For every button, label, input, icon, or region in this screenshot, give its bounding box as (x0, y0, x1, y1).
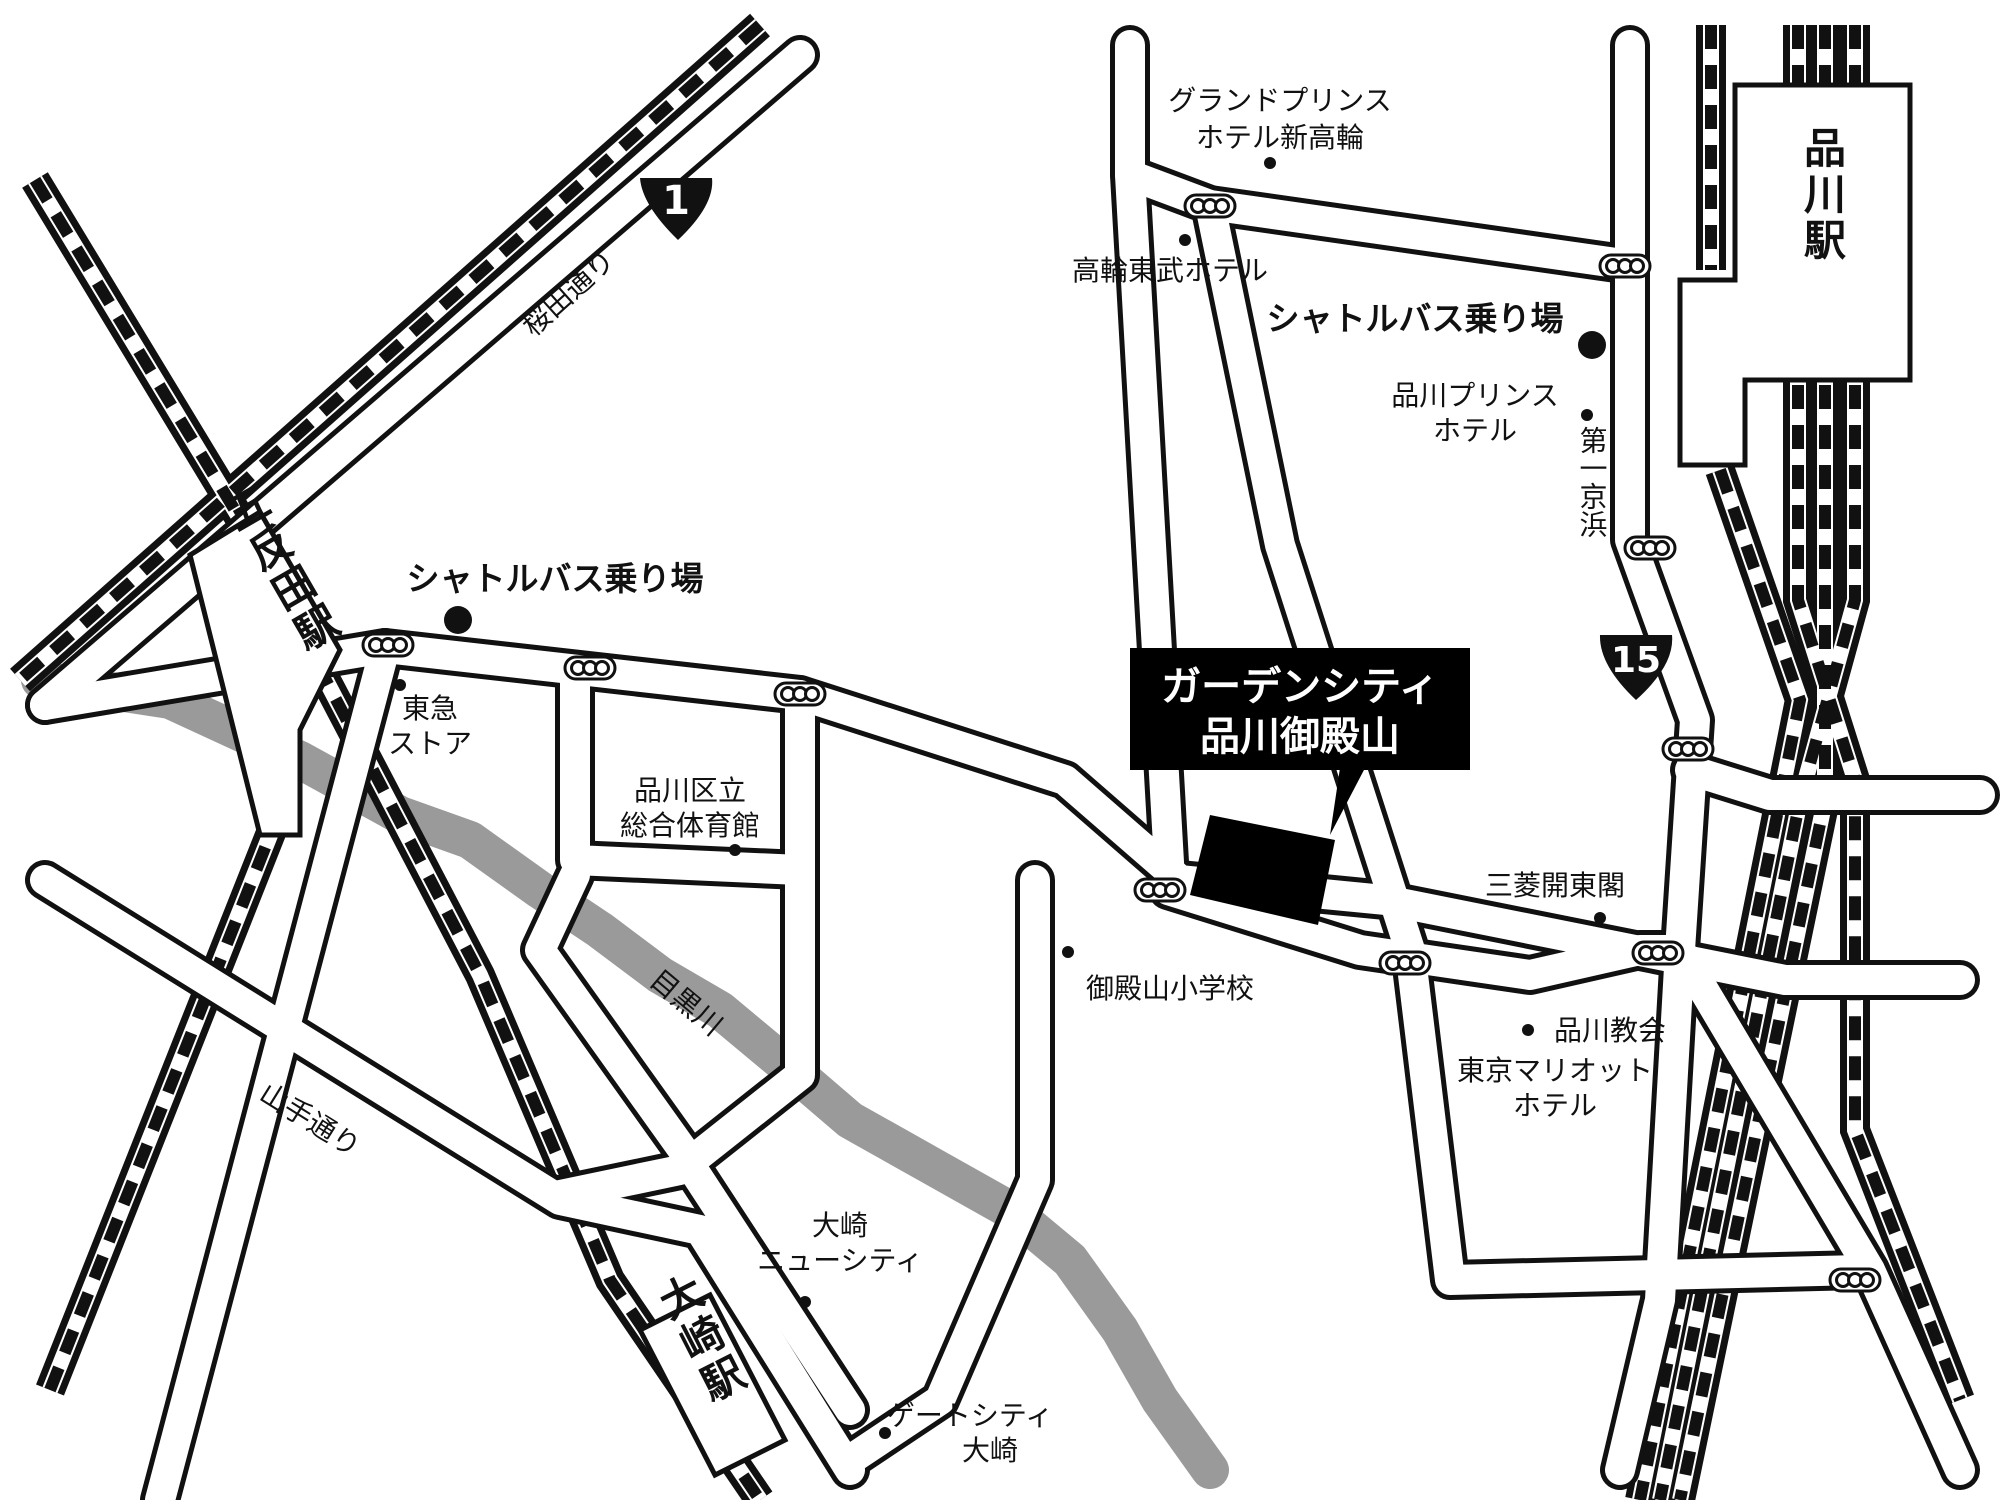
svg-text:御殿山小学校: 御殿山小学校 (1086, 972, 1254, 1005)
shinagawa-station-label: 品川駅 (1798, 126, 1847, 264)
svg-text:ホテル新高輪: ホテル新高輪 (1196, 121, 1364, 154)
svg-text:ホテル: ホテル (1513, 1089, 1597, 1122)
svg-text:東京マリオット: 東京マリオット (1457, 1054, 1653, 1087)
meguro-river (21, 661, 1229, 1489)
landmark-mitsubishi-kaitokaku: 三菱開東閣 (1485, 869, 1625, 924)
svg-text:シャトルバス乗り場: シャトルバス乗り場 (1267, 299, 1564, 338)
shuttle-stop-gotanda: シャトルバス乗り場 (407, 559, 704, 634)
svg-text:品川教会: 品川教会 (1554, 1014, 1666, 1047)
shinagawa-station-building (1677, 82, 1913, 468)
svg-text:1: 1 (662, 178, 690, 224)
destination-callout: ガーデンシティ 品川御殿山 (1130, 648, 1470, 835)
svg-text:ゲートシティ: ゲートシティ (887, 1399, 1053, 1432)
svg-text:品川プリンス: 品川プリンス (1391, 379, 1558, 412)
svg-text:大崎: 大崎 (812, 1209, 868, 1242)
svg-text:15: 15 (1611, 640, 1661, 681)
destination-name-line1: ガーデンシティ (1161, 664, 1439, 710)
landmark-gate-city-osaki: ゲートシティ 大崎 (879, 1399, 1053, 1467)
landmark-takanawa-tobu: 高輪東武ホテル (1072, 234, 1268, 287)
svg-text:品川区立: 品川区立 (634, 774, 746, 807)
landmark-prince-hotel: 品川プリンス ホテル (1391, 379, 1593, 447)
destination-building (1190, 815, 1335, 925)
landmark-tokyu-store: 東急 ストア (388, 679, 472, 760)
daiichi-keihin-label: 第一京浜 (1576, 426, 1609, 538)
svg-text:東急: 東急 (402, 692, 458, 725)
landmark-shinagawa-gym: 品川区立 総合体育館 (620, 774, 760, 856)
landmark-marriott: 東京マリオット ホテル (1457, 1054, 1653, 1122)
svg-text:グランドプリンス: グランドプリンス (1168, 84, 1391, 117)
landmark-gotenyama-school: 御殿山小学校 (1062, 946, 1254, 1005)
landmark-shinagawa-church: 品川教会 (1522, 1014, 1666, 1047)
svg-text:ホテル: ホテル (1433, 414, 1517, 447)
svg-text:高輪東武ホテル: 高輪東武ホテル (1072, 254, 1268, 287)
svg-text:シャトルバス乗り場: シャトルバス乗り場 (407, 559, 704, 598)
svg-text:ニューシティ: ニューシティ (757, 1244, 923, 1277)
route-15-shield: 15 (1599, 635, 1673, 700)
svg-text:大崎: 大崎 (962, 1434, 1018, 1467)
landmark-osaki-new-city: 大崎 ニューシティ (757, 1209, 923, 1308)
road-network (25, 25, 2000, 1500)
svg-text:三菱開東閣: 三菱開東閣 (1485, 869, 1625, 902)
destination-name-line2: 品川御殿山 (1200, 714, 1400, 760)
shuttle-stop-shinagawa: シャトルバス乗り場 (1267, 299, 1606, 359)
landmark-grand-prince-takanawa: グランドプリンス ホテル新高輪 (1168, 84, 1392, 169)
route-1-shield: 1 (640, 178, 713, 240)
svg-text:ストア: ストア (388, 727, 472, 760)
svg-text:総合体育館: 総合体育館 (620, 809, 760, 842)
